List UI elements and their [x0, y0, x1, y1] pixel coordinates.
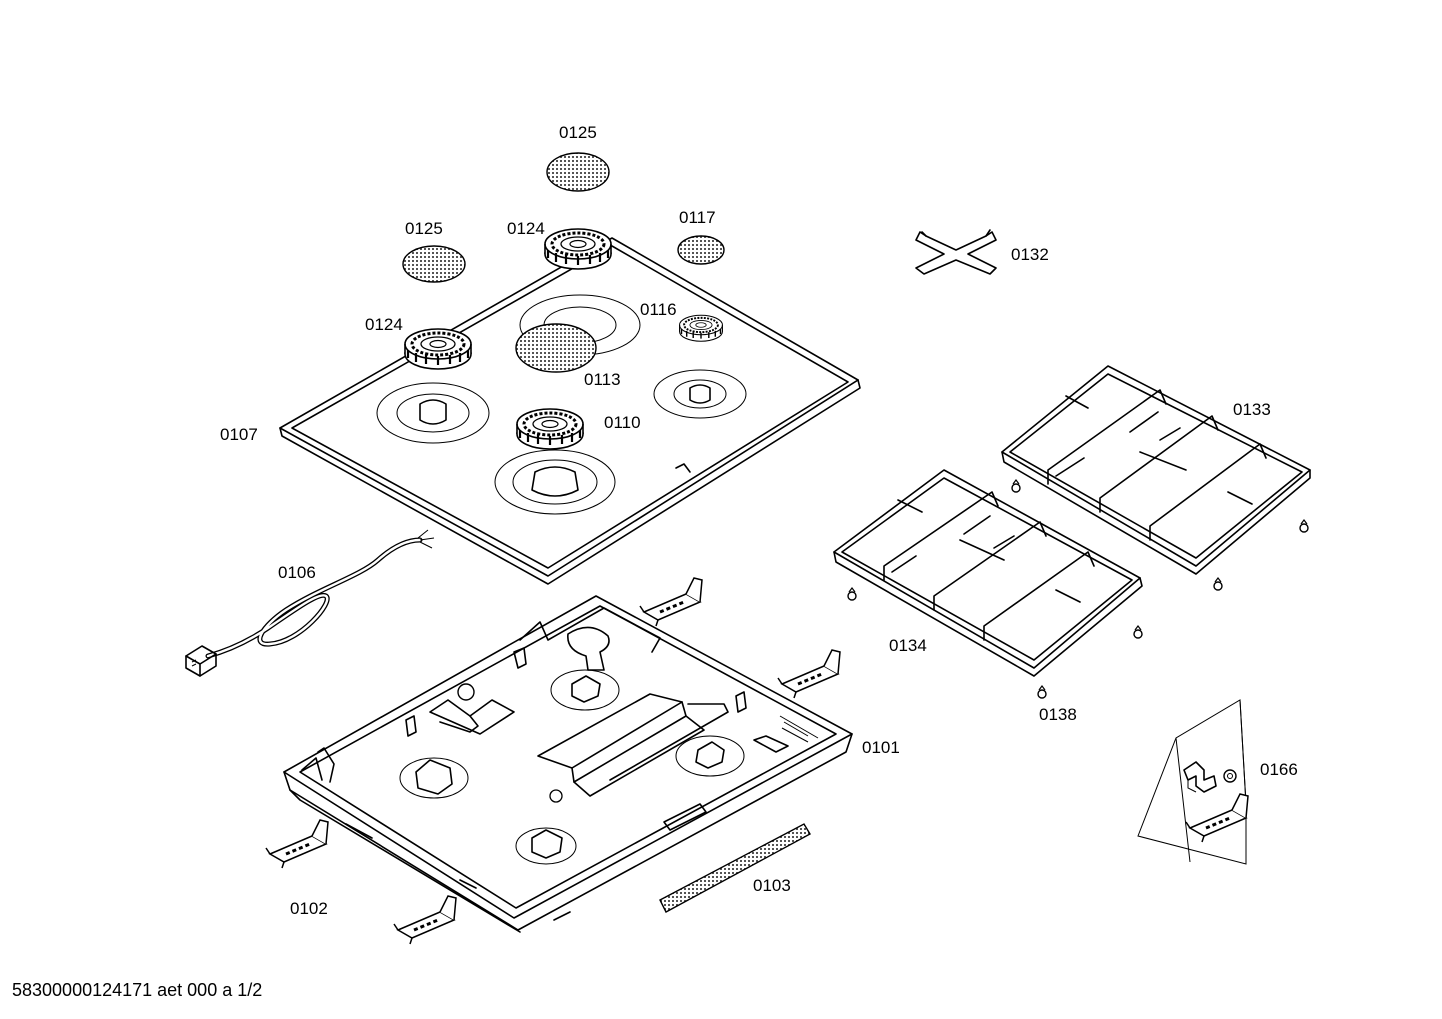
burner-cap-0125-left	[402, 245, 466, 283]
label-0134: 0134	[889, 636, 927, 655]
label-0113: 0113	[584, 370, 621, 389]
bottom-tray-0101	[283, 595, 853, 933]
label-0102: 0102	[290, 899, 328, 918]
rubber-foot	[1011, 479, 1021, 493]
power-cable-0106	[185, 529, 435, 677]
label-0101: 0101	[862, 738, 900, 757]
burner-cap-0125-top	[546, 152, 610, 192]
rubber-foot-0138	[1037, 685, 1047, 699]
burner-0124-left	[403, 327, 473, 371]
label-0125-top: 0125	[559, 123, 597, 142]
rubber-foot	[1213, 577, 1223, 591]
wok-support-0132	[915, 229, 997, 275]
burner-cap-0113	[515, 323, 597, 373]
accessory-kit-0166	[1137, 699, 1247, 865]
clip-top	[638, 576, 704, 628]
hob-top-plate	[279, 237, 861, 585]
pan-support-0133	[1001, 365, 1311, 575]
label-0107: 0107	[220, 425, 258, 444]
label-0110: 0110	[604, 413, 641, 432]
gasket-strip-0103	[659, 823, 811, 913]
document-id: 58300000124171 aet 000 a 1/2	[12, 980, 263, 1000]
label-0132: 0132	[1011, 245, 1049, 264]
label-0106: 0106	[278, 563, 316, 582]
clip-right	[776, 648, 842, 700]
label-0166: 0166	[1260, 760, 1298, 779]
label-0124-left: 0124	[365, 315, 403, 334]
label-0138: 0138	[1039, 705, 1077, 724]
pan-support-0134	[833, 469, 1143, 677]
label-0103: 0103	[753, 876, 791, 895]
label-0117: 0117	[679, 208, 716, 227]
label-0125-left: 0125	[405, 219, 443, 238]
label-0133: 0133	[1233, 400, 1271, 419]
clip-0166	[1184, 792, 1250, 844]
burner-0116	[678, 314, 724, 343]
label-0124-top: 0124	[507, 219, 545, 238]
rubber-foot	[847, 587, 857, 601]
rubber-foot	[1133, 625, 1143, 639]
burner-0110	[515, 407, 585, 451]
rubber-foot	[1299, 519, 1309, 533]
clip-0102-bottom	[392, 894, 458, 946]
burner-cap-0117	[677, 235, 725, 265]
clip-0102-left	[264, 818, 330, 870]
label-0116: 0116	[640, 300, 677, 319]
burner-0124-top	[543, 227, 613, 271]
